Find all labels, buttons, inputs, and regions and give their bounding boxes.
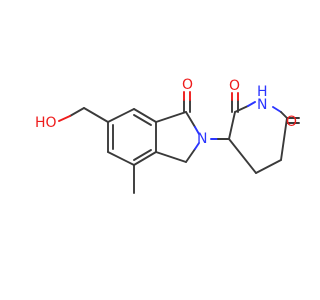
bond-carbonyl-n-blue <box>194 126 200 135</box>
bond-c6-c1 <box>107 108 135 123</box>
glutarimide-ring: O N H O <box>228 78 300 174</box>
bond-c4-c3 <box>228 138 257 174</box>
bond-c2-n1-blue <box>247 101 256 107</box>
imide-hydrogen-label: H <box>257 84 268 100</box>
bond-ch2-n-blue <box>194 142 200 150</box>
hydroxymethyl-group: HO <box>35 107 109 131</box>
bond-c3-c4-inner <box>133 149 152 161</box>
bond-c2-carbonyl <box>155 111 187 123</box>
bond-c2-n1 <box>234 105 249 113</box>
lactam-oxygen-label: O <box>182 77 193 93</box>
bond-ch2-oh-red <box>58 115 71 122</box>
bond-n1-c6-blue <box>272 106 282 113</box>
bond-c1-c2-inner <box>133 114 152 126</box>
bond-c3-c4 <box>133 151 157 166</box>
bond-carbonyl-n <box>185 111 196 128</box>
imide-oxygen-2-label: O <box>286 114 297 130</box>
bond-c1-c2 <box>133 108 157 123</box>
isoindolinone-ring: O N <box>155 77 207 163</box>
hydroxyl-label: HO <box>35 115 57 131</box>
bond-c3-c2 <box>228 111 236 140</box>
bond-n1-c6 <box>280 111 288 119</box>
bond-c4-c5 <box>107 151 135 166</box>
imide-oxygen-1-label: O <box>229 78 240 94</box>
benzene-ring <box>107 108 157 166</box>
lactam-nitrogen-label: N <box>197 131 207 147</box>
bond-c6-ch2 <box>83 107 109 123</box>
bond-c5-c4 <box>255 159 282 174</box>
bond-c6-c5 <box>280 117 288 161</box>
bond-ch2-oh <box>69 107 85 117</box>
bond-ch2-n <box>185 148 196 163</box>
bond-c3-ch2 <box>155 151 187 163</box>
molecule-structure-diagram: HO O N O N <box>35 77 300 194</box>
imide-nitrogen-label: N <box>257 97 267 113</box>
